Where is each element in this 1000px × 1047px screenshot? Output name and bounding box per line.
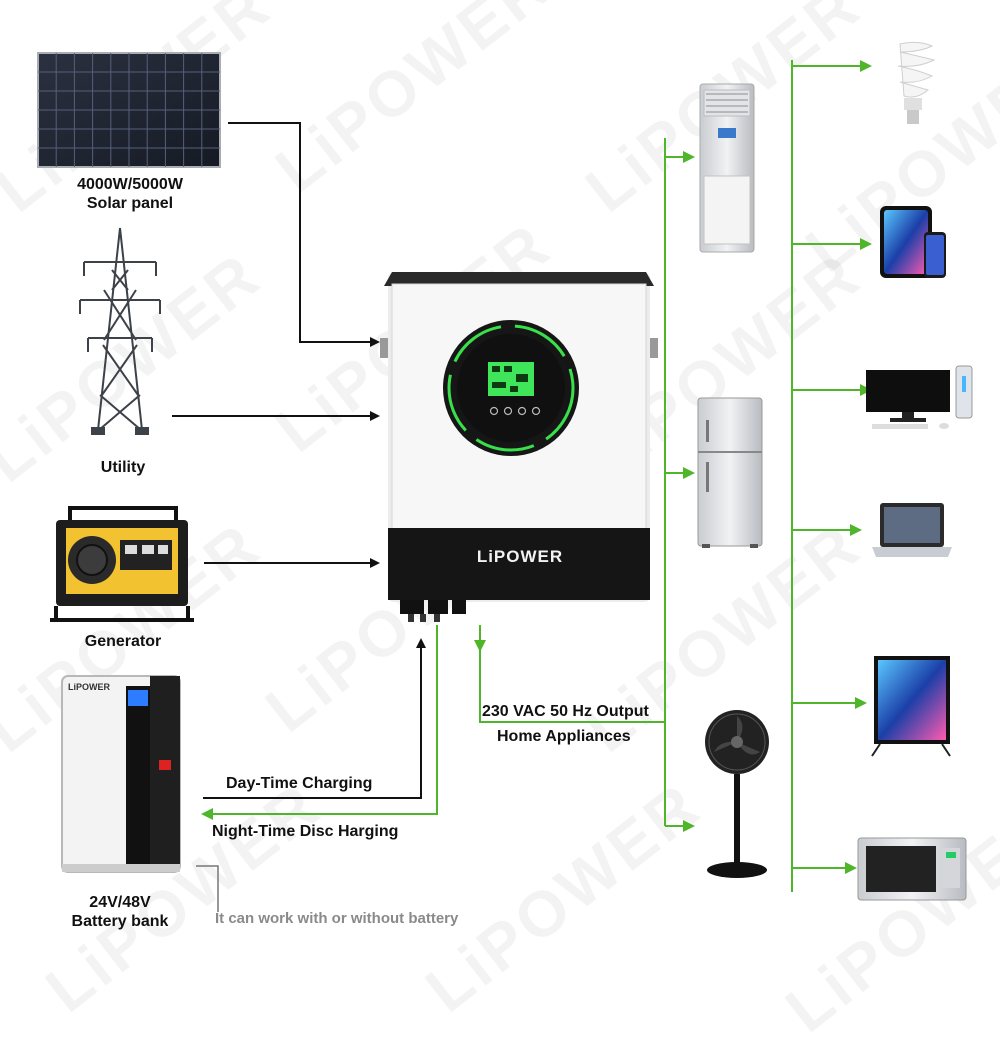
tablet-phone-icon bbox=[880, 206, 946, 278]
battery-optional-note: It can work with or without battery bbox=[215, 910, 459, 927]
solar-label: 4000W/5000W Solar panel bbox=[30, 175, 230, 213]
stand-fan-icon bbox=[705, 710, 769, 878]
solar-panel-text: Solar panel bbox=[86, 195, 174, 212]
generator-icon bbox=[50, 506, 194, 622]
night-discharging-label: Night-Time Disc Harging bbox=[212, 823, 399, 840]
microwave-icon bbox=[857, 837, 967, 901]
battery-bank-text: Battery bank bbox=[71, 913, 169, 930]
solar-line bbox=[228, 122, 380, 347]
utility-tower-icon bbox=[79, 227, 161, 435]
laptop-icon bbox=[872, 503, 952, 557]
desktop-computer-icon bbox=[866, 365, 973, 429]
air-conditioner-icon bbox=[699, 83, 755, 253]
output-label: 230 VAC 50 Hz Output bbox=[482, 703, 649, 720]
refrigerator-icon bbox=[697, 397, 763, 548]
generator-label: Generator bbox=[84, 633, 162, 650]
battery-voltage-text: 24V/48V bbox=[89, 894, 151, 911]
solar-power-text: 4000W/5000W bbox=[77, 176, 183, 193]
utility-label: Utility bbox=[100, 459, 146, 476]
diagram-canvas: LiPOWER LiPOWE bbox=[37, 41, 973, 912]
output-bracket bbox=[479, 650, 665, 723]
light-bulb-icon bbox=[897, 41, 936, 124]
battery-bank-icon: LiPOWER bbox=[61, 675, 181, 873]
solar-panel-icon bbox=[37, 52, 221, 168]
day-charging-label: Day-Time Charging bbox=[226, 775, 373, 792]
day-charging-line bbox=[203, 638, 426, 799]
inverter-brand: LiPOWER bbox=[477, 547, 563, 566]
night-discharging-line bbox=[201, 625, 438, 820]
hybrid-inverter-icon: LiPOWER bbox=[380, 272, 658, 622]
home-appliances-label: Home Appliances bbox=[497, 728, 631, 745]
battery-note-line bbox=[196, 865, 219, 912]
television-icon bbox=[871, 656, 951, 757]
battery-brand: LiPOWER bbox=[68, 682, 110, 692]
battery-label: 24V/48V Battery bank bbox=[30, 893, 210, 931]
